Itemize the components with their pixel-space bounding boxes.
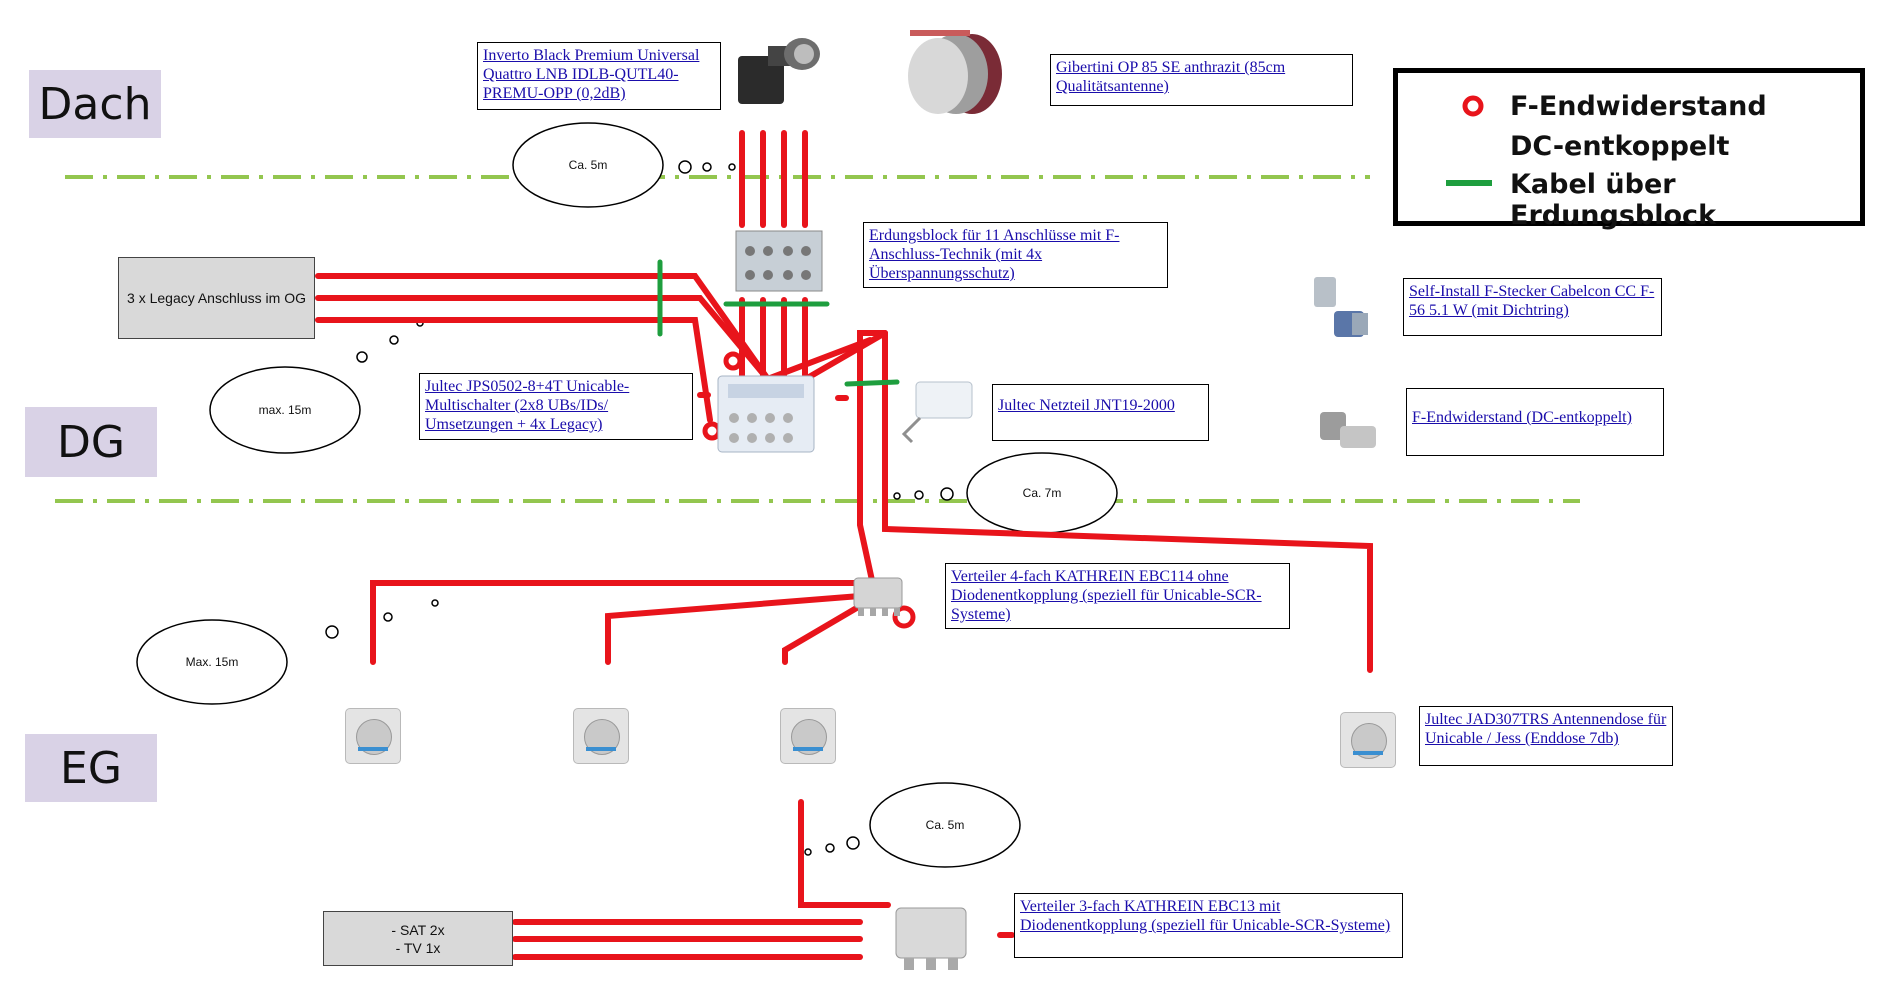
wall-socket-label: Jultec JAD307TRS Antennendose für Unicab… bbox=[1419, 706, 1673, 766]
sat-line: - SAT 2x bbox=[391, 921, 445, 938]
cloud-eg-text: Max. 15m bbox=[185, 655, 239, 669]
power-supply-symbol bbox=[890, 372, 980, 450]
legacy-text: 3 x Legacy Anschluss im OG bbox=[127, 290, 306, 306]
ground-marks bbox=[657, 259, 900, 387]
power-supply-link[interactable]: Jultec Netzteil JNT19-2000 bbox=[998, 397, 1175, 414]
terminator-mark bbox=[723, 351, 743, 371]
wall-socket-3 bbox=[780, 708, 836, 764]
legend-terminator-label-2: DC-entkoppelt bbox=[1510, 131, 1730, 162]
cloud-dg bbox=[209, 319, 424, 454]
multiswitch-label: Jultec JPS0502-8+4T Unicable-Multischalt… bbox=[419, 373, 693, 440]
dish-label: Gibertini OP 85 SE anthrazit (85cm Quali… bbox=[1050, 54, 1353, 106]
dish-link[interactable]: Gibertini OP 85 SE anthrazit (85cm Quali… bbox=[1056, 59, 1286, 95]
legend-ground-label: Kabel über Erdungsblock bbox=[1510, 169, 1717, 231]
splitter3-symbol bbox=[884, 896, 982, 976]
legend-box: F-Endwiderstand DC-entkoppelt Kabel über… bbox=[1393, 68, 1865, 231]
tv-line: - TV 1x bbox=[395, 939, 441, 956]
f-connector-label: Self-Install F-Stecker Cabelcon CC F-56 … bbox=[1403, 278, 1662, 336]
splitter4-link[interactable]: Verteiler 4-fach KATHREIN EBC114 ohne Di… bbox=[951, 568, 1262, 623]
multiswitch-symbol bbox=[712, 370, 822, 458]
legend-ground-icon bbox=[1446, 180, 1492, 186]
wall-socket-1 bbox=[345, 708, 401, 764]
cloud-eg bbox=[136, 599, 439, 705]
lnb-link[interactable]: Inverto Black Premium Universal Quattro … bbox=[483, 47, 700, 102]
ground-block-link[interactable]: Erdungsblock für 11 Anschlüsse mit F-Ans… bbox=[869, 227, 1120, 282]
splitter4-symbol bbox=[846, 568, 910, 620]
splitter3-label: Verteiler 3-fach KATHREIN EBC13 mit Diod… bbox=[1014, 893, 1403, 958]
floor-label-dach: Dach bbox=[29, 70, 161, 138]
dish-symbol bbox=[898, 22, 1010, 122]
f-connector-symbol bbox=[1306, 265, 1378, 355]
legend-terminator-icon bbox=[1462, 95, 1484, 117]
terminator-label: F-Endwiderstand (DC-entkoppelt) bbox=[1406, 388, 1664, 456]
cloud-bottom bbox=[804, 782, 1021, 868]
cloud-dach bbox=[512, 122, 736, 208]
cloud-dg-text: max. 15m bbox=[258, 403, 312, 417]
cloud-dg-eg-text: Ca. 7m bbox=[1022, 486, 1062, 500]
ground-block-symbol bbox=[730, 223, 830, 303]
cloud-dach-text: Ca. 5m bbox=[568, 158, 608, 172]
legend-terminator-label-1: F-Endwiderstand bbox=[1510, 91, 1767, 122]
ground-block-label: Erdungsblock für 11 Anschlüsse mit F-Ans… bbox=[863, 222, 1168, 288]
terminator-symbol bbox=[1310, 394, 1386, 480]
sat-tv-box: - SAT 2x - TV 1x bbox=[323, 911, 513, 966]
legacy-box: 3 x Legacy Anschluss im OG bbox=[118, 257, 315, 339]
wall-socket-link[interactable]: Jultec JAD307TRS Antennendose für Unicab… bbox=[1425, 711, 1667, 747]
cloud-dg-eg bbox=[893, 452, 1118, 534]
f-connector-link[interactable]: Self-Install F-Stecker Cabelcon CC F-56 … bbox=[1409, 283, 1655, 319]
multiswitch-link[interactable]: Jultec JPS0502-8+4T Unicable-Multischalt… bbox=[425, 378, 630, 433]
floor-label-eg: EG bbox=[25, 734, 157, 802]
lnb-label: Inverto Black Premium Universal Quattro … bbox=[477, 42, 721, 110]
floor-label-dg: DG bbox=[25, 407, 157, 477]
wall-socket-4 bbox=[1340, 712, 1396, 768]
terminator-link[interactable]: F-Endwiderstand (DC-entkoppelt) bbox=[1412, 409, 1632, 426]
splitter3-link[interactable]: Verteiler 3-fach KATHREIN EBC13 mit Diod… bbox=[1020, 898, 1391, 934]
lnb-symbol bbox=[730, 28, 830, 120]
splitter4-label: Verteiler 4-fach KATHREIN EBC114 ohne Di… bbox=[945, 563, 1290, 629]
cloud-bottom-text: Ca. 5m bbox=[925, 818, 965, 832]
wall-socket-2 bbox=[573, 708, 629, 764]
power-supply-label: Jultec Netzteil JNT19-2000 bbox=[992, 384, 1209, 441]
cable-group bbox=[315, 130, 1373, 960]
